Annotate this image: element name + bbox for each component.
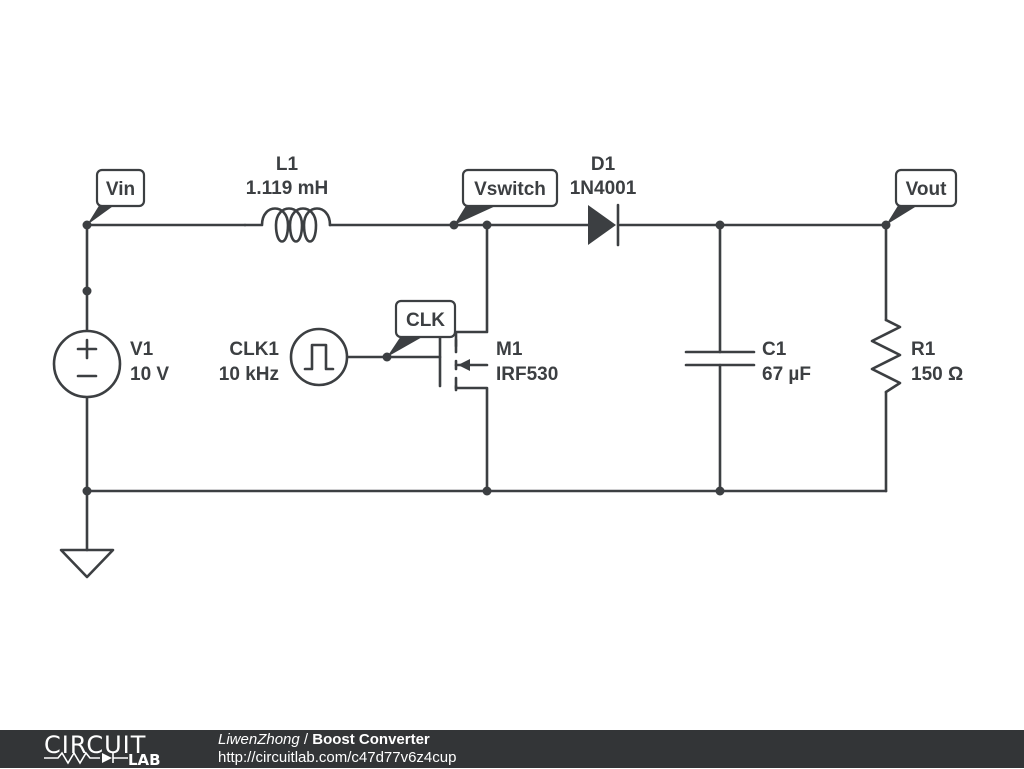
c1-name: C1 — [762, 339, 787, 360]
schematic-title[interactable]: Boost Converter — [312, 731, 430, 748]
m1-mosfet[interactable]: M1 IRF530 — [438, 336, 558, 392]
title-separator: / — [299, 731, 313, 748]
diode-triangle-icon — [588, 205, 616, 245]
m1-value: IRF530 — [496, 364, 558, 385]
r1-value: 150 Ω — [911, 364, 963, 385]
net-label-vin-text: Vin — [106, 179, 135, 200]
plus-icon — [76, 338, 98, 360]
d1-value: 1N4001 — [570, 178, 637, 199]
schematic-url[interactable]: http://circuitlab.com/c47d77v6z4cup — [218, 749, 457, 766]
wire-drain — [454, 223, 489, 348]
clk1-name: CLK1 — [229, 339, 279, 360]
junction-c1-top — [715, 220, 725, 230]
circuitlab-logo[interactable]: CIRCUIT LAB — [40, 731, 180, 769]
r1-name: R1 — [911, 339, 936, 360]
d1-name: D1 — [591, 154, 616, 175]
m1-name: M1 — [496, 339, 523, 360]
net-label-clk[interactable]: CLK — [387, 299, 457, 357]
flag-box — [95, 168, 146, 208]
flag-box — [461, 168, 559, 208]
ground-symbol — [59, 548, 115, 579]
l1-name: L1 — [276, 154, 299, 175]
clk1-value: 10 kHz — [219, 364, 279, 385]
clk1-clock-source[interactable]: CLK1 10 kHz — [219, 327, 349, 387]
flag-box — [894, 168, 958, 208]
flag-pointer-icon — [454, 204, 500, 225]
v1-voltage-source[interactable]: V1 10 V — [52, 329, 169, 399]
v1-value: 10 V — [130, 364, 169, 385]
junction-drain — [482, 220, 492, 230]
schematic-meta: LiwenZhong / Boost Converter http://circ… — [218, 731, 456, 767]
resistor-zigzag-icon — [870, 318, 902, 394]
logo-resistor-diode-icon — [44, 751, 128, 765]
net-label-vswitch[interactable]: Vswitch — [454, 168, 559, 225]
v1-name: V1 — [130, 339, 154, 360]
net-label-vout-text: Vout — [906, 179, 947, 200]
l1-value: 1.119 mH — [246, 178, 328, 199]
flag-pointer-icon — [886, 204, 920, 225]
junction-source — [482, 486, 492, 496]
c1-capacitor[interactable]: C1 67 µF — [684, 339, 811, 385]
r1-resistor[interactable]: R1 150 Ω — [870, 318, 963, 394]
net-label-vswitch-text: Vswitch — [474, 179, 546, 200]
net-label-vout[interactable]: Vout — [886, 168, 958, 225]
c1-value: 67 µF — [762, 364, 811, 385]
flag-box — [394, 299, 457, 339]
footer-bar: CIRCUIT LAB LiwenZhong / Boost Converter… — [0, 730, 1024, 769]
author-link[interactable]: LiwenZhong — [218, 731, 300, 748]
net-label-clk-text: CLK — [406, 310, 445, 331]
square-wave-source-icon — [289, 327, 349, 387]
square-wave-icon — [303, 343, 335, 371]
wire-source — [454, 384, 489, 493]
inductor-coil-icon — [243, 207, 332, 243]
ground-icon — [59, 548, 115, 579]
logo-text-bottom: LAB — [128, 751, 161, 769]
net-label-vin[interactable]: Vin — [87, 168, 146, 225]
junction-v1-top — [82, 286, 92, 296]
wires — [85, 223, 888, 552]
junction-ground — [82, 486, 92, 496]
capacitor-plates-icon — [684, 350, 756, 367]
flag-pointer-icon — [387, 336, 424, 357]
mosfet-arrow-icon — [458, 359, 470, 371]
dc-source-icon — [52, 329, 122, 399]
l1-inductor[interactable]: L1 1.119 mH — [243, 154, 332, 243]
circuit-schematic: V1 10 V L1 1.119 mH D1 1N4001 CLK1 10 kH… — [52, 154, 963, 579]
junction-c1-bottom — [715, 486, 725, 496]
d1-diode[interactable]: D1 1N4001 — [570, 154, 637, 247]
flag-pointer-icon — [87, 204, 116, 225]
